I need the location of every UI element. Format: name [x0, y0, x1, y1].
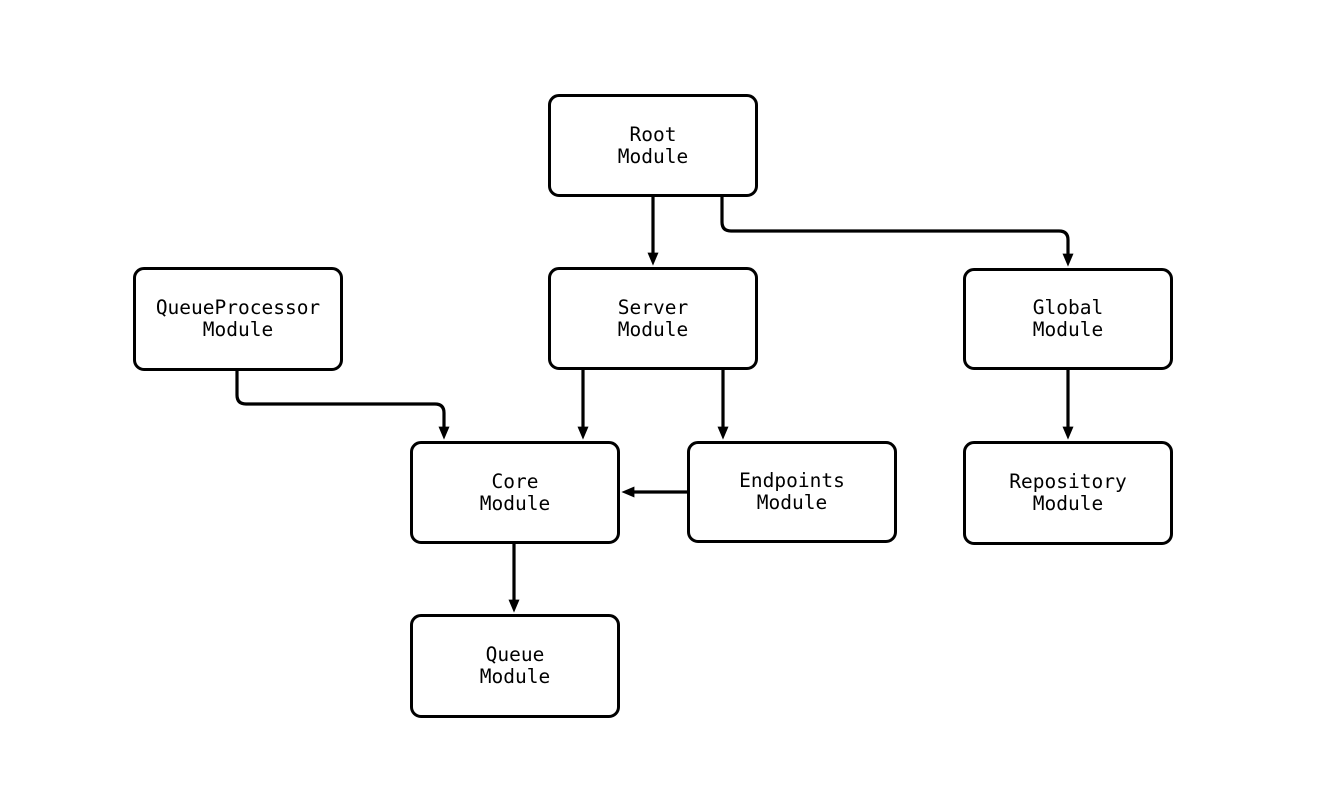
- node-global-module[interactable]: Global Module: [963, 268, 1173, 370]
- node-label-root-module: Root Module: [617, 122, 689, 168]
- node-queue-module[interactable]: Queue Module: [410, 614, 620, 718]
- node-repository-module[interactable]: Repository Module: [963, 441, 1173, 545]
- edge-root-to-global: [720, 197, 1074, 267]
- node-label-queueprocessor-module: QueueProcessor Module: [155, 296, 321, 341]
- node-endpoints-module[interactable]: Endpoints Module: [687, 441, 897, 543]
- node-label-endpoints-module: Endpoints Module: [739, 469, 845, 514]
- node-label-queue-module: Queue Module: [479, 643, 551, 688]
- node-label-core-module: Core Module: [479, 469, 551, 515]
- node-core-module[interactable]: Core Module: [410, 441, 620, 544]
- node-server-module[interactable]: Server Module: [548, 267, 758, 370]
- node-root-module[interactable]: Root Module: [548, 94, 758, 197]
- edge-queueprocessor-to-core: [235, 371, 450, 440]
- node-queueprocessor-module[interactable]: QueueProcessor Module: [133, 267, 343, 371]
- node-label-repository-module: Repository Module: [1009, 470, 1127, 515]
- node-label-global-module: Global Module: [1032, 296, 1104, 341]
- node-label-server-module: Server Module: [617, 295, 689, 341]
